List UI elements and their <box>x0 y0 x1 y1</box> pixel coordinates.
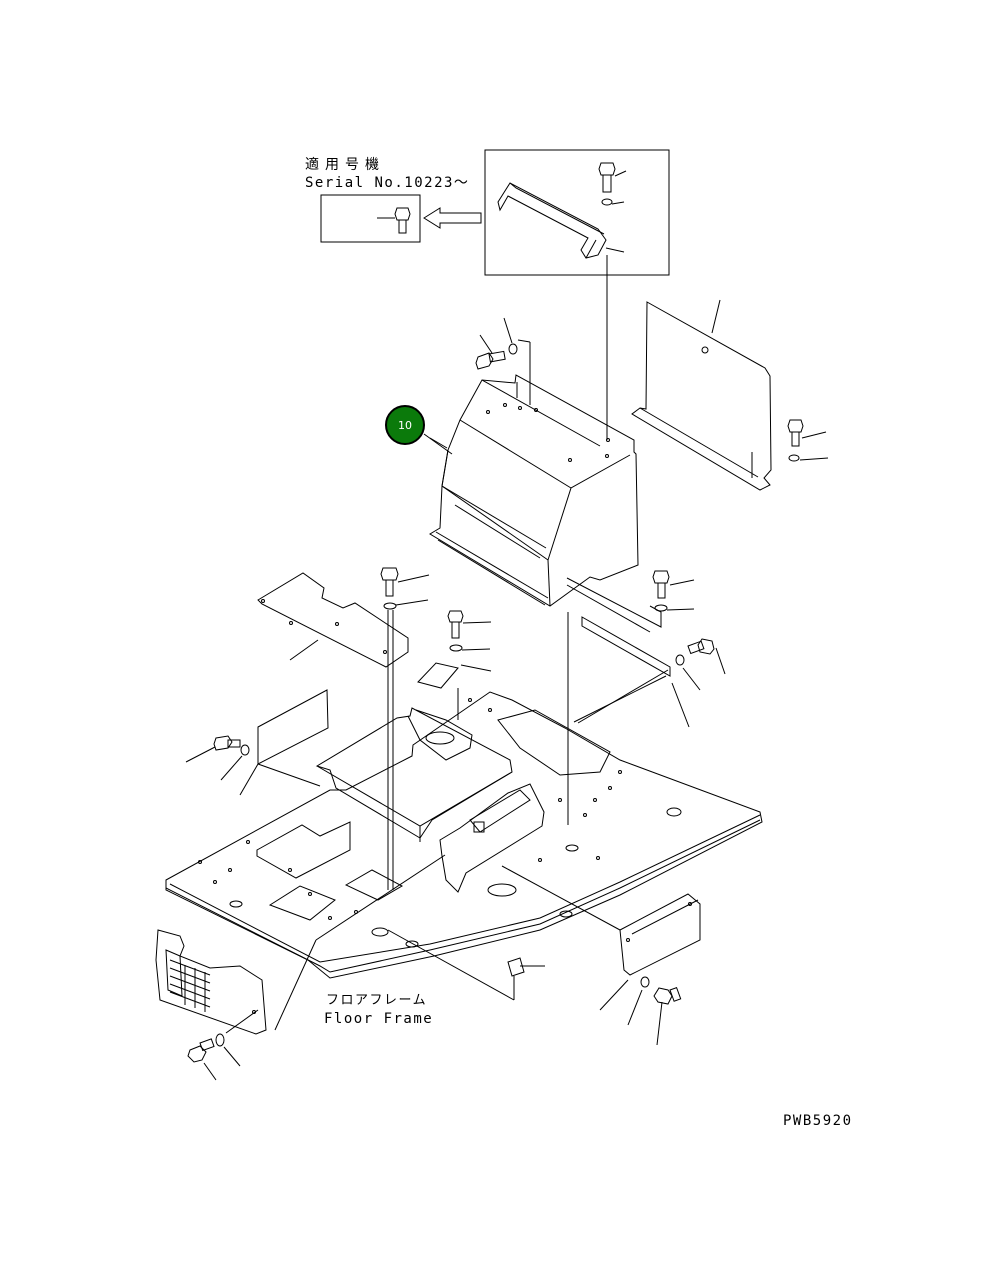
left-cover-plate <box>258 568 491 890</box>
direction-arrow <box>424 208 481 228</box>
serial-inset-box <box>321 195 420 242</box>
bracket-inset-box <box>485 150 669 440</box>
serial-number-label: Serial No.10223～ <box>305 175 470 191</box>
right-hardware <box>567 571 725 825</box>
right-bottom-plate <box>502 866 700 1045</box>
grille-panel <box>156 930 266 1080</box>
callout-label: 10 <box>398 418 412 432</box>
right-cover-plate <box>632 300 828 490</box>
drawing-code: PWB5920 <box>783 1113 853 1129</box>
left-side-panel <box>186 690 328 795</box>
main-cover <box>430 318 638 606</box>
floor-frame-en-label: Floor Frame <box>324 1011 434 1027</box>
floor-frame-jp-label: フロアフレーム <box>326 993 428 1008</box>
floor-frame <box>166 670 762 1030</box>
serial-jp-label: 適用号機 <box>305 157 385 173</box>
callout-part-10[interactable]: 10 <box>385 405 425 445</box>
